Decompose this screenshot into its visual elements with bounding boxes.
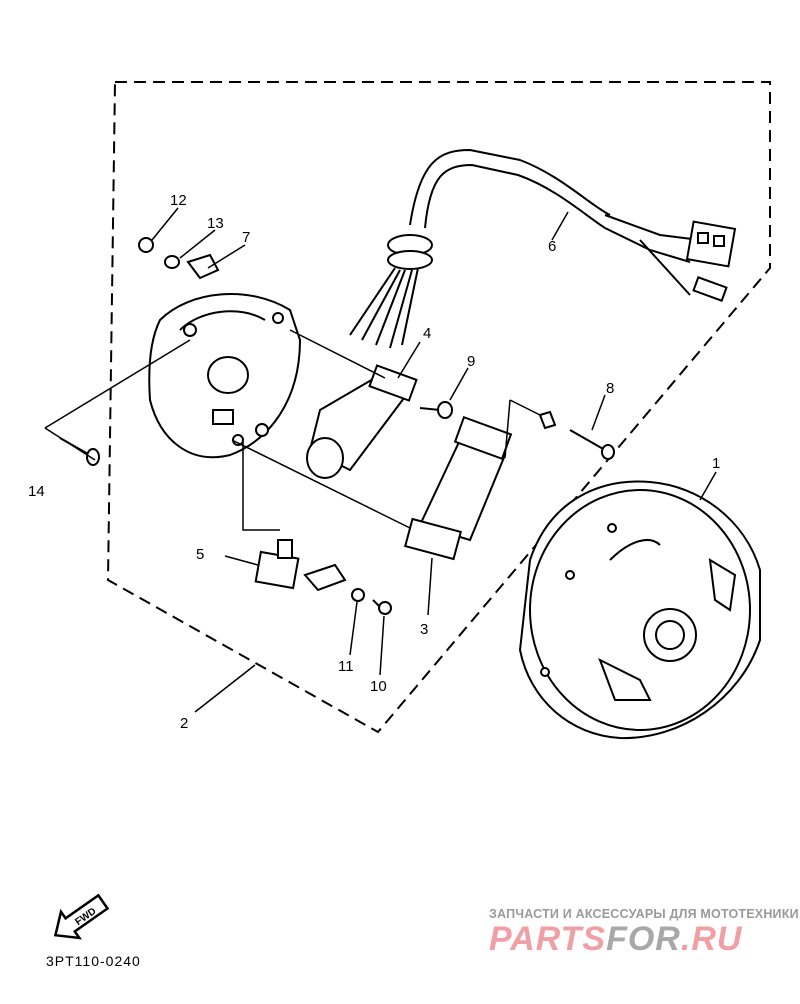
leader-lines — [44, 207, 717, 713]
callout-8: 8 — [606, 380, 614, 397]
fwd-arrow-icon: FWD — [53, 893, 110, 940]
callout-12: 12 — [170, 192, 187, 209]
callout-13: 13 — [207, 215, 224, 232]
source-coil — [404, 415, 513, 561]
callout-1: 1 — [712, 455, 720, 472]
callout-4: 4 — [423, 325, 431, 342]
watermark-brand-part2: FOR — [606, 920, 681, 958]
wire-harness — [349, 148, 737, 349]
lighting-coil — [306, 364, 418, 479]
callout-9: 9 — [467, 353, 475, 370]
callout-14: 14 — [28, 483, 45, 500]
watermark-brand-part3: .RU — [680, 920, 743, 958]
callout-11: 11 — [338, 658, 354, 675]
diagram-code: 3PT110-0240 — [46, 953, 141, 969]
callout-7: 7 — [242, 229, 250, 246]
callout-5: 5 — [196, 546, 204, 563]
callout-10: 10 — [370, 678, 387, 695]
callout-3: 3 — [420, 621, 428, 638]
watermark-brand-part1: PARTS — [489, 920, 607, 958]
callout-2: 2 — [180, 715, 188, 732]
flywheel-rotor — [518, 480, 761, 740]
pickup-coil — [254, 539, 347, 592]
watermark-tagline: ЗАПЧАСТИ И АКСЕССУАРЫ ДЛЯ МОТОТЕХНИКИ — [489, 907, 799, 921]
watermark-brand: PARTSFOR.RU — [489, 920, 742, 959]
callout-6: 6 — [548, 238, 556, 255]
stator-plate — [148, 293, 302, 459]
